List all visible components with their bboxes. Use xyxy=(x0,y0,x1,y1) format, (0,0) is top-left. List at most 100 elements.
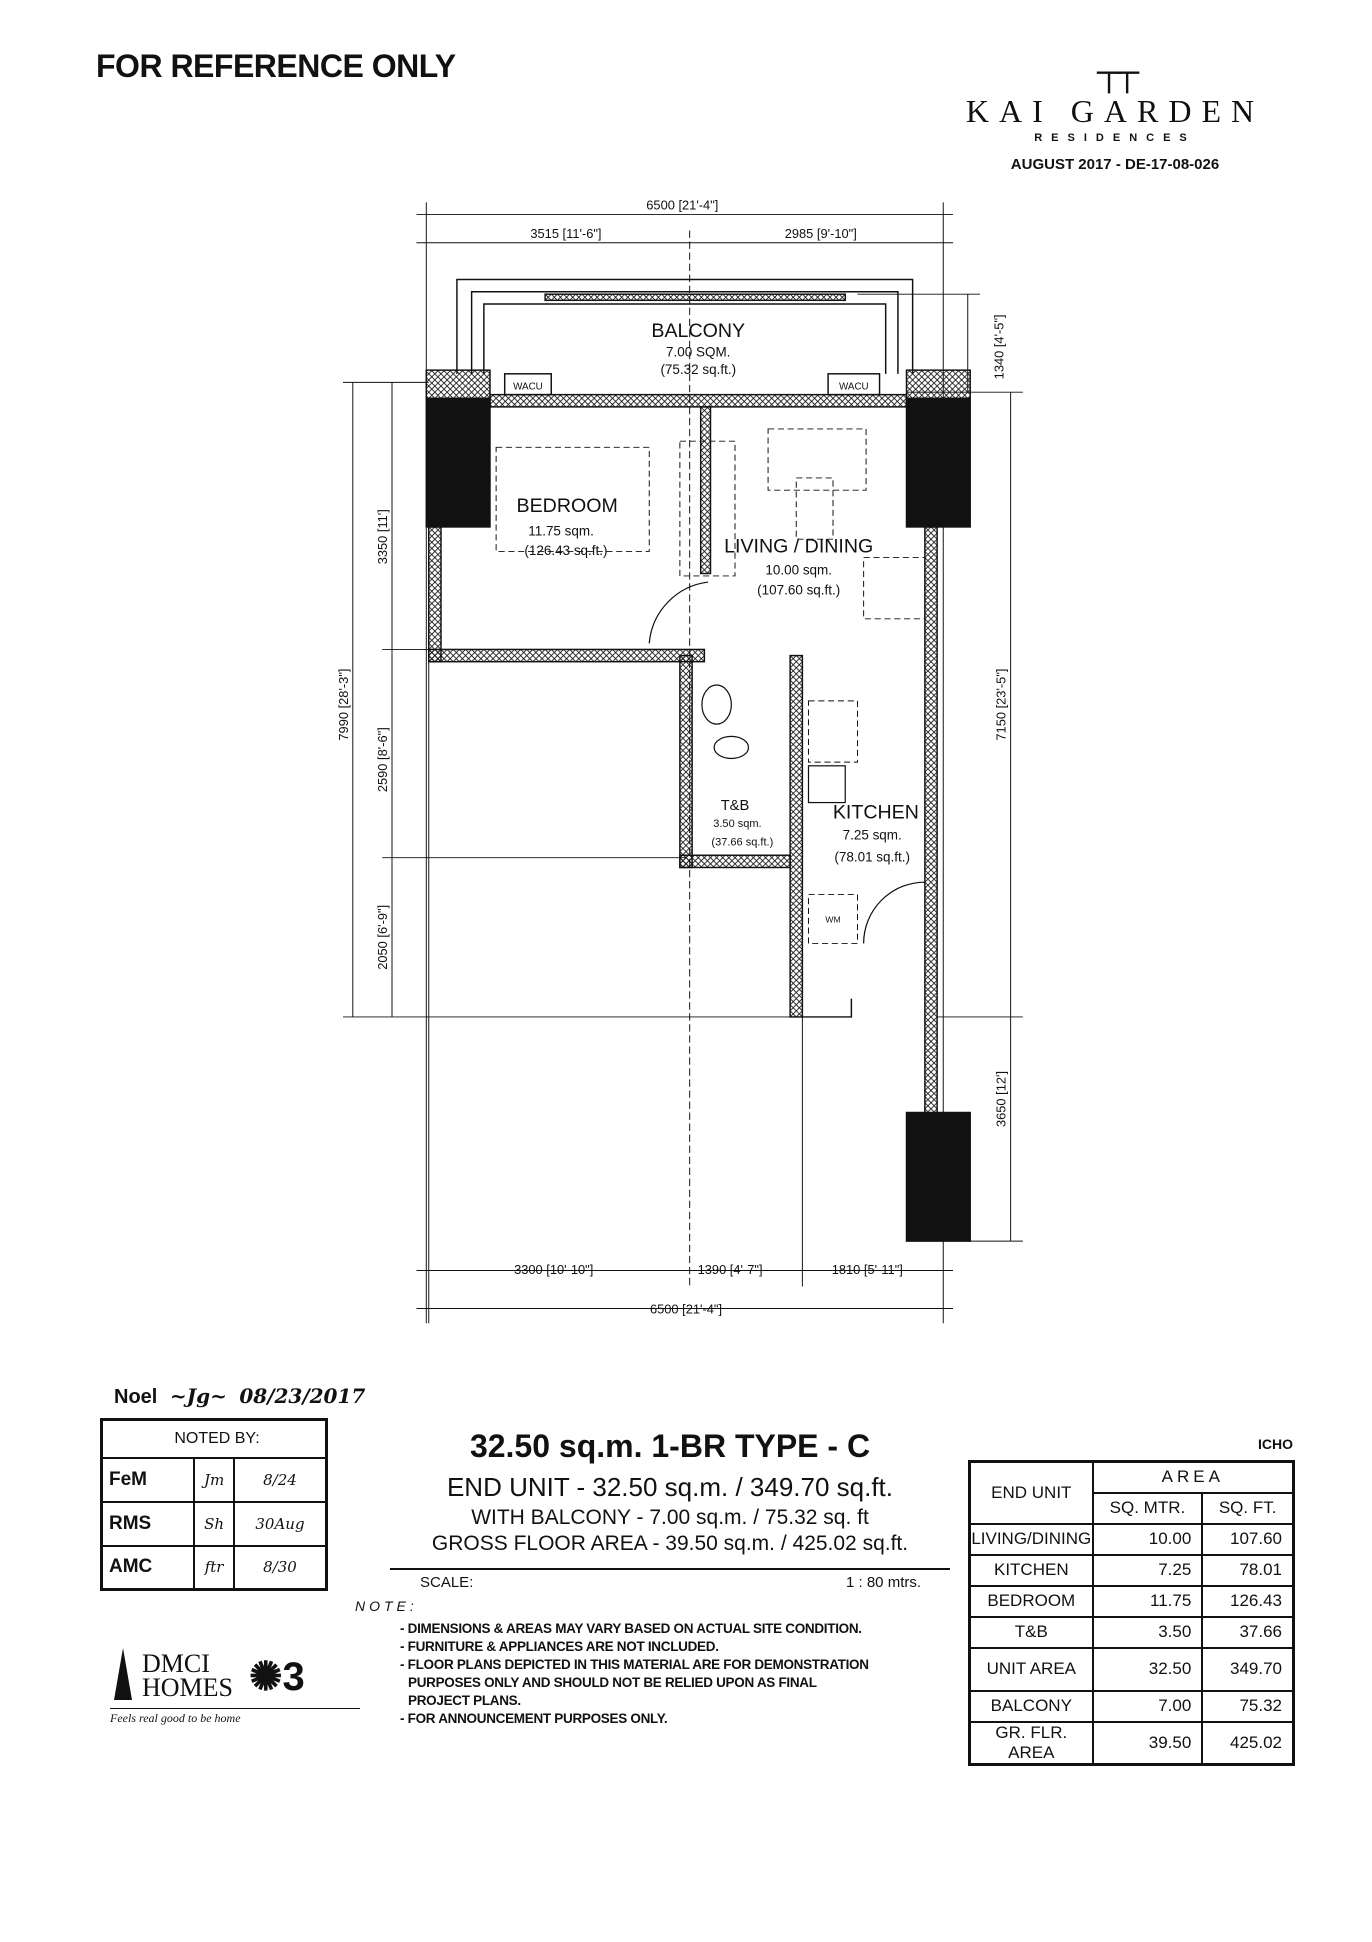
dim-bottom-1: 3300 [10'-10"] xyxy=(514,1262,593,1277)
unit-end-area: END UNIT - 32.50 sq.m. / 349.70 sq.ft. xyxy=(446,1472,894,1502)
wacu-left: WACU xyxy=(513,382,543,393)
initials: AMC xyxy=(100,1544,196,1591)
anniversary-mark-icon: ✺3 xyxy=(249,1655,305,1699)
tb-sqft: (37.66 sq.ft.) xyxy=(711,836,773,848)
notes-list: - DIMENSIONS & AREAS MAY VARY BASED ON A… xyxy=(400,1620,869,1728)
bedroom-sqm: 11.75 sqm. xyxy=(528,524,594,539)
room-cell: BALCONY xyxy=(968,1689,1094,1723)
room-balcony: BALCONY xyxy=(651,320,745,342)
sqft-cell: 37.66 xyxy=(1201,1615,1295,1649)
room-bedroom: BEDROOM xyxy=(517,495,618,517)
kitchen-sqm: 7.25 sqm. xyxy=(843,827,902,842)
dim-left-3: 2050 [6'-9"] xyxy=(375,905,390,970)
note-item: - DIMENSIONS & AREAS MAY VARY BASED ON A… xyxy=(400,1621,862,1636)
brand-name: KAI GARDEN xyxy=(965,93,1265,129)
signature: Sh xyxy=(193,1500,235,1547)
sqft-cell: 425.02 xyxy=(1201,1720,1295,1765)
col-header-sqm: SQ. MTR. xyxy=(1091,1491,1204,1525)
living-sqm: 10.00 sqm. xyxy=(765,563,832,578)
col-header-area: AREA xyxy=(1091,1460,1295,1494)
note-item: - FURNITURE & APPLIANCES ARE NOT INCLUDE… xyxy=(400,1639,719,1654)
sqft-cell: 126.43 xyxy=(1201,1584,1295,1618)
signature: ftr xyxy=(193,1544,235,1591)
room-kitchen: KITCHEN xyxy=(833,801,919,823)
unit-title: 32.50 sq.m. 1-BR TYPE - C xyxy=(469,1428,871,1464)
approver-signature: ~Jg~ xyxy=(162,1384,234,1408)
scale-value: 1 : 80 mtrs. xyxy=(846,1574,922,1591)
dim-top-left: 3515 [11'-6"] xyxy=(530,226,601,241)
reference-stamp: FOR REFERENCE ONLY xyxy=(96,48,456,84)
sqm-cell: 39.50 xyxy=(1091,1720,1204,1765)
dim-left-total: 7990 [28'-3"] xyxy=(336,669,351,741)
room-cell: UNIT AREA xyxy=(968,1646,1094,1692)
balcony-sqft: (75.32 sq.ft.) xyxy=(660,362,736,377)
brand-logo: ┬┬ KAI GARDEN RESIDENCES AUGUST 2017 - D… xyxy=(950,55,1280,173)
dim-left-2: 2590 [8'-6"] xyxy=(375,727,390,792)
walls xyxy=(425,369,971,1242)
room-cell: LIVING/DINING xyxy=(968,1522,1094,1556)
developer-tagline: Feels real good to be home xyxy=(110,1708,360,1726)
sqft-cell: 107.60 xyxy=(1201,1522,1295,1556)
sign-date: 30Aug xyxy=(232,1500,328,1547)
sqm-cell: 32.50 xyxy=(1091,1646,1204,1692)
balcony-sqm: 7.00 SQM. xyxy=(666,345,730,360)
room-tb: T&B xyxy=(721,798,750,814)
living-sqft: (107.60 sq.ft.) xyxy=(757,582,840,597)
room-labels: BALCONY 7.00 SQM. (75.32 sq.ft.) WACU WA… xyxy=(513,320,919,925)
sqft-cell: 75.32 xyxy=(1201,1689,1295,1723)
scale-label: SCALE: xyxy=(420,1574,474,1591)
washing-machine-label: WM xyxy=(825,915,840,925)
torii-gate-icon: ┬┬ xyxy=(1096,53,1139,91)
kitchen-sqft: (78.01 sq.ft.) xyxy=(834,849,910,864)
unit-gross-area: GROSS FLOOR AREA - 39.50 sq.m. / 425.02 … xyxy=(431,1532,909,1555)
dimension-labels: 6500 [21'-4"] 3515 [11'-6"] 2985 [9'-10"… xyxy=(336,198,1009,1317)
col-header-sqft: SQ. FT. xyxy=(1201,1491,1295,1525)
dim-right-3: 3650 [12'] xyxy=(994,1071,1009,1127)
furniture xyxy=(495,428,926,944)
sqm-cell: 7.00 xyxy=(1091,1689,1204,1723)
dim-bottom-total: 6500 [21'-4"] xyxy=(650,1301,722,1316)
note-item: - FLOOR PLANS DEPICTED IN THIS MATERIAL … xyxy=(400,1657,869,1672)
divider xyxy=(390,1568,950,1570)
sqm-cell: 3.50 xyxy=(1091,1615,1204,1649)
initials-stamp: ICHO xyxy=(1258,1436,1293,1452)
notes-heading: NOTE: xyxy=(355,1598,418,1614)
sqm-cell: 10.00 xyxy=(1091,1522,1204,1556)
room-living-dining: LIVING / DINING xyxy=(724,536,873,558)
developer-name-2: HOMES xyxy=(142,1673,234,1702)
approver-line: Noel ~Jg~ 08/23/2017 xyxy=(114,1384,365,1409)
sign-date: 8/30 xyxy=(232,1544,328,1591)
dim-right-1: 1340 [4'-5"] xyxy=(991,314,1006,379)
note-item: PURPOSES ONLY AND SHOULD NOT BE RELIED U… xyxy=(408,1675,817,1690)
unit-balcony-area: WITH BALCONY - 7.00 sq.m. / 75.32 sq. ft xyxy=(471,1506,869,1529)
brand-sub: RESIDENCES xyxy=(1034,132,1196,144)
dim-top-total: 6500 [21'-4"] xyxy=(646,198,718,213)
doors xyxy=(648,581,925,944)
tb-sqm: 3.50 sqm. xyxy=(713,818,761,830)
approver-name: Noel xyxy=(114,1386,158,1408)
dim-bottom-3: 1810 [5'-11"] xyxy=(832,1262,903,1277)
date-code: AUGUST 2017 - DE-17-08-026 xyxy=(1010,156,1220,173)
sqft-cell: 78.01 xyxy=(1201,1553,1295,1587)
sqm-cell: 7.25 xyxy=(1091,1553,1204,1587)
note-item: - FOR ANNOUNCEMENT PURPOSES ONLY. xyxy=(400,1711,668,1726)
initials: RMS xyxy=(100,1500,196,1547)
signature: Jm xyxy=(193,1456,235,1503)
bedroom-sqft: (126.43 sq.ft.) xyxy=(524,543,607,558)
col-header-unit: END UNIT xyxy=(968,1460,1094,1525)
dim-right-2: 7150 [23'-5"] xyxy=(994,669,1009,741)
sqft-cell: 349.70 xyxy=(1201,1646,1295,1692)
dim-left-1: 3350 [11'] xyxy=(375,509,390,564)
